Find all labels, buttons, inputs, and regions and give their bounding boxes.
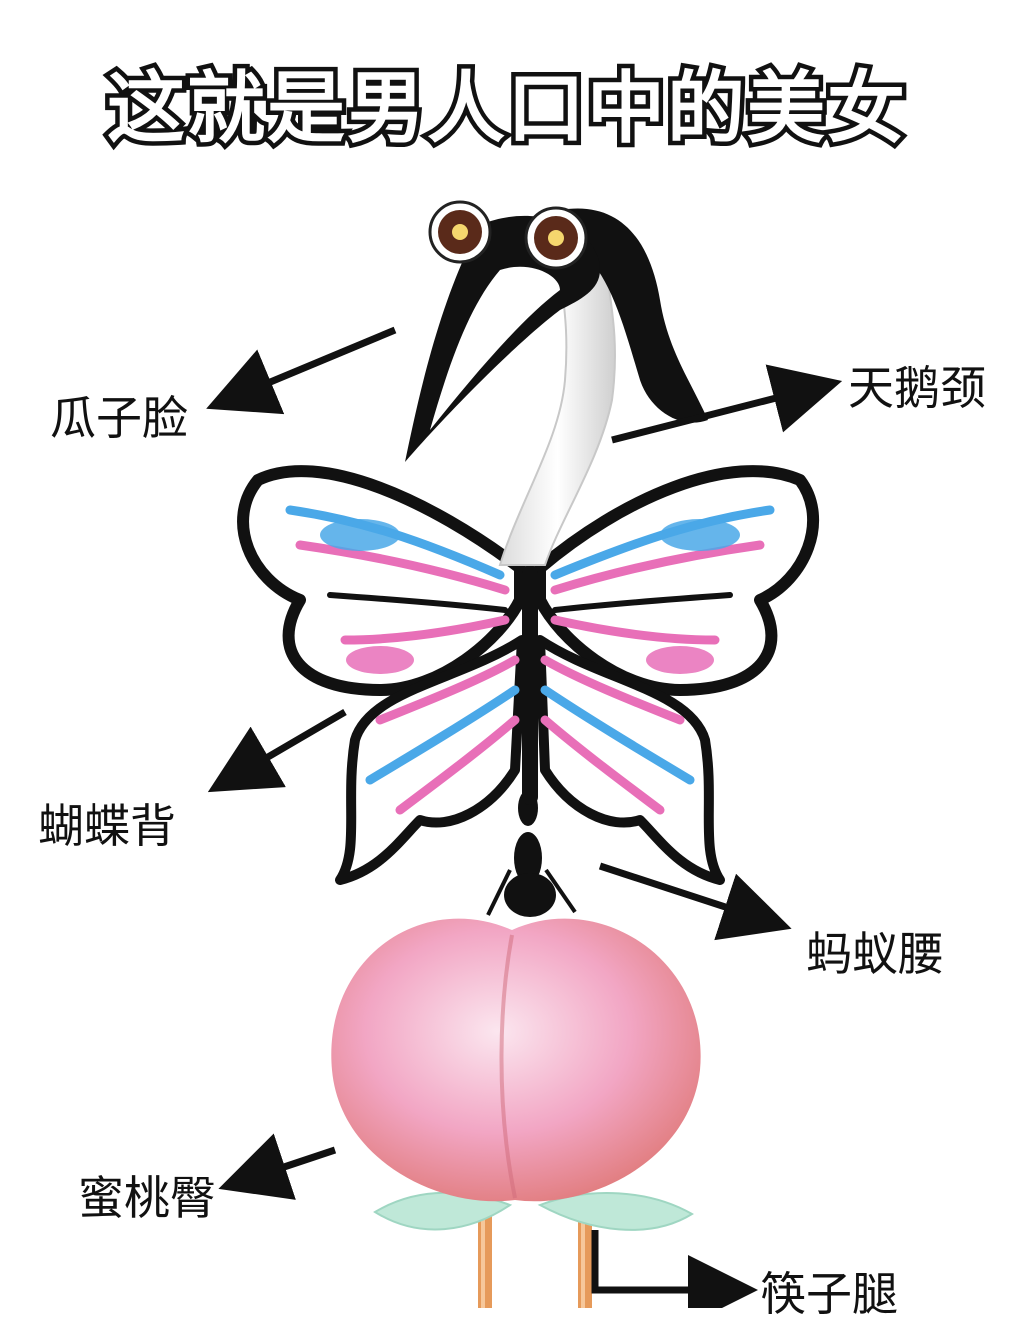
label-back: 蝴蝶背 [38,799,176,853]
label-legs: 筷子腿 [760,1267,898,1321]
arrow-waist [598,862,792,941]
leaf-icon [373,1191,694,1231]
arrow-hips [218,1133,337,1200]
ant-waist-icon [486,790,577,917]
bird-head-icon [405,200,708,462]
page-title: 这就是男人口中的美女 [102,60,909,159]
butterfly-wings-icon [237,465,820,885]
chopsticks-icon [478,1200,592,1308]
arrow-back [207,708,347,793]
arrow-legs [591,1230,758,1308]
arrow-neck [611,364,843,444]
label-neck: 天鹅颈 [848,361,986,415]
label-hips: 蜜桃臀 [78,1171,216,1225]
label-waist: 蚂蚁腰 [806,927,944,981]
label-face: 瓜子脸 [50,391,188,445]
peach-icon [331,918,701,1202]
arrow-face [206,326,397,415]
arrows [206,326,843,1308]
eye-icon [428,200,588,270]
